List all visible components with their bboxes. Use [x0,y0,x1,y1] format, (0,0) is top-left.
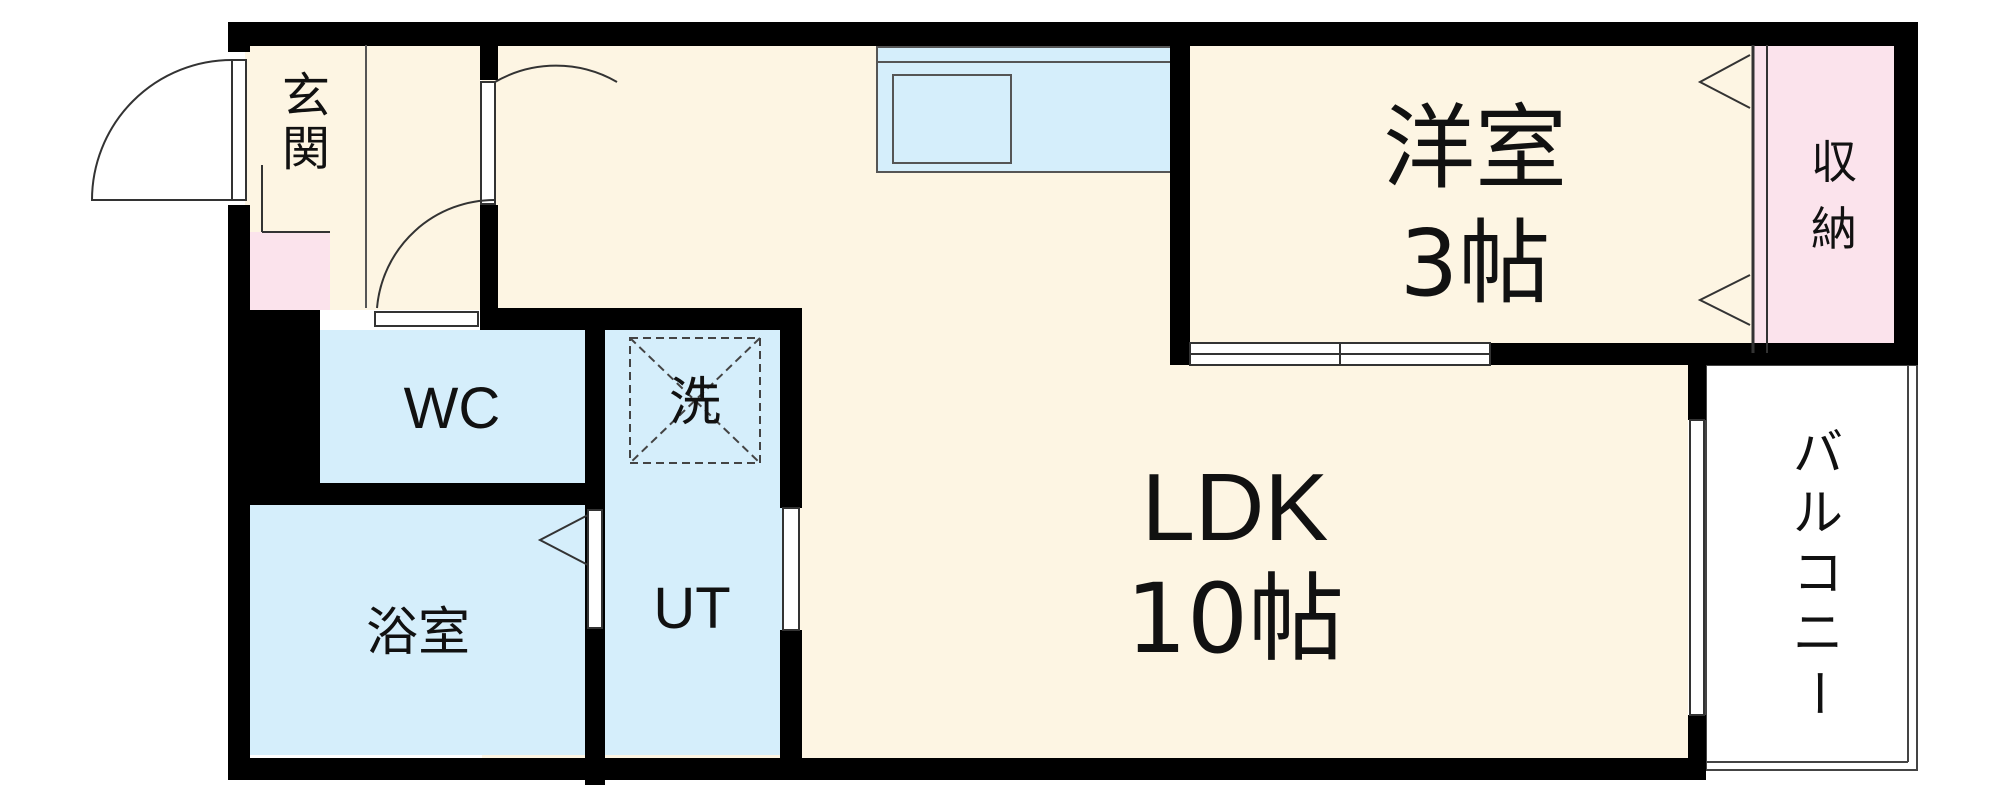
washer-label: 洗 [669,373,721,433]
door-swings [90,54,1751,566]
storage-label-1: 収 [1811,135,1857,189]
balcony-label-char: ル [1793,484,1843,542]
storage-label-2: 納 [1811,202,1857,256]
balcony-label-char: ー [1789,668,1847,718]
balcony-area [1705,364,1918,771]
walls [228,22,1918,785]
balcony-label-char: コ [1793,544,1843,602]
kitchen-sink [892,74,1012,164]
wc-label: WC [404,376,501,441]
ldk-size: 10帖 [1126,563,1344,675]
balcony-label-char: ニ [1793,604,1843,662]
bath-label: 浴室 [366,603,470,663]
balcony-label-char: バ [1793,424,1843,482]
ldk-name: LDK [1142,454,1329,561]
wc-floor [320,330,585,485]
western-room-name: 洋室 [1383,95,1567,202]
western-room-floor [1188,45,1753,353]
kitchen-counter [876,46,1173,173]
entrance-label-2: 関 [282,121,330,177]
shoe-cabinet [250,232,330,310]
storage-floor [1753,45,1905,353]
entrance-label-1: 玄 [282,68,330,124]
ut-label: UT [653,576,730,641]
ut-floor [605,330,795,755]
western-room-size: 3帖 [1400,210,1551,317]
bath-floor [250,505,585,755]
windows [231,59,1705,716]
